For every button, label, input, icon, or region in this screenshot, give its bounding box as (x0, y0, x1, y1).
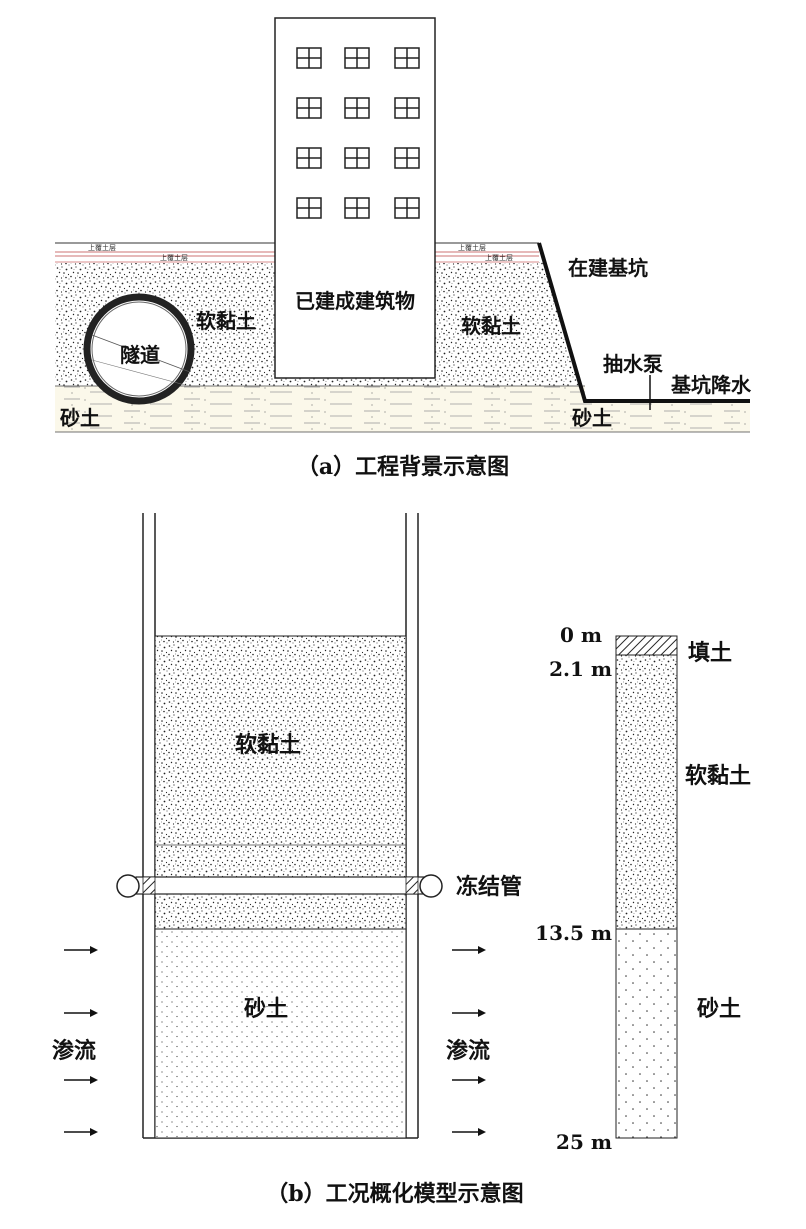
caption-a: （a）工程背景示意图 (297, 454, 509, 480)
strip-label-left-2: 上覆土层 (160, 253, 188, 262)
seepage-arrow-icon (452, 1076, 486, 1084)
window-icon (394, 197, 420, 219)
window-icon (344, 147, 370, 169)
seepage-arrow-icon (452, 946, 486, 954)
sand-left-label: 砂土 (60, 406, 100, 430)
strip-label-left-1: 上覆土层 (88, 243, 116, 252)
seepage-right-label: 渗流 (446, 1038, 490, 1064)
excavation-pit (539, 243, 750, 401)
figure-a: 上覆土层 上覆土层 上覆土层 上覆土层 已建成建筑物 软黏土 软黏土 隧道 砂土… (55, 17, 752, 480)
depth-2-1: 2.1 m (549, 657, 612, 681)
window-icon (296, 97, 322, 119)
window-icon (394, 147, 420, 169)
model-sand (154, 928, 407, 1139)
window-icon (296, 197, 322, 219)
strip-label-right-1: 上覆土层 (458, 243, 486, 252)
model-clay-label: 软黏土 (235, 732, 301, 758)
building-label: 已建成建筑物 (295, 289, 415, 313)
seepage-arrow-icon (64, 946, 98, 954)
window-icon (344, 47, 370, 69)
seepage-arrow-icon (452, 1009, 486, 1017)
column-clay (615, 654, 678, 930)
depth-13-5: 13.5 m (535, 921, 612, 945)
building-windows (296, 47, 420, 219)
column-fill-label: 填土 (688, 641, 732, 666)
window-icon (394, 97, 420, 119)
freeze-pipe-end-right (419, 874, 443, 898)
window-icon (296, 147, 322, 169)
column-fill (615, 635, 678, 656)
soft-clay-left-label: 软黏土 (196, 309, 256, 333)
window-icon (394, 47, 420, 69)
pit-retaining-wall (537, 242, 750, 403)
soft-clay-right-label: 软黏土 (461, 314, 521, 338)
sand-right-label: 砂土 (572, 406, 612, 430)
seepage-arrow-icon (64, 1076, 98, 1084)
depth-0: 0 m (560, 623, 602, 647)
column-clay-label: 软黏土 (685, 763, 751, 789)
pit-label: 在建基坑 (568, 256, 648, 280)
figure-b: 软黏土 砂土 冻结管 渗流 渗流 0 m 2.1 m 13.5 m 25 m 填… (52, 513, 751, 1207)
freeze-pipe-label: 冻结管 (456, 874, 522, 900)
freeze-pipe-end-left (116, 874, 140, 898)
caption-b: （b）工况概化模型示意图 (266, 1181, 523, 1207)
strip-label-right-2: 上覆土层 (485, 253, 513, 262)
seepage-left-label: 渗流 (52, 1038, 96, 1064)
column-sand-label: 砂土 (697, 996, 741, 1022)
pump-label: 抽水泵 (603, 352, 663, 376)
depth-25: 25 m (556, 1130, 612, 1154)
column-sand (615, 928, 678, 1139)
window-icon (344, 97, 370, 119)
seepage-arrow-icon (452, 1128, 486, 1136)
tunnel-label: 隧道 (120, 343, 160, 367)
model-sand-label: 砂土 (244, 996, 288, 1022)
window-icon (344, 197, 370, 219)
seepage-arrow-icon (64, 1009, 98, 1017)
window-icon (296, 47, 322, 69)
dewatering-label: 基坑降水 (671, 373, 752, 397)
freeze-pipe (135, 876, 427, 895)
seepage-arrow-icon (64, 1128, 98, 1136)
seepage-arrows (64, 946, 486, 1136)
